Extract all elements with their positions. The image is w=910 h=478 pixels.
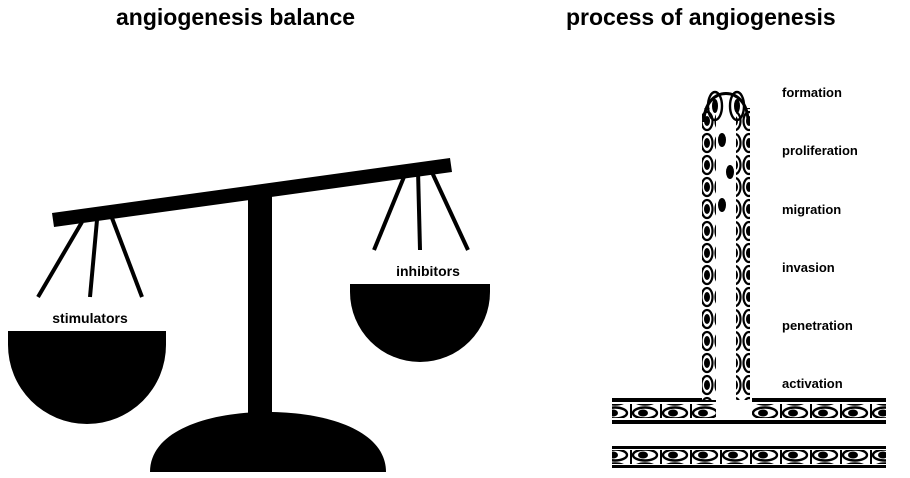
right-pan <box>350 284 490 362</box>
right-pan-strings <box>372 167 470 251</box>
right-pan-label: inhibitors <box>396 263 460 279</box>
stage-label: proliferation <box>782 143 858 158</box>
balance-scale: stimulators inhibitors <box>8 158 490 472</box>
scale-pillar <box>248 192 272 418</box>
vessel-diagram <box>612 90 886 468</box>
sprout-right-wall <box>736 108 750 400</box>
stage-labels: formation proliferation migration invasi… <box>782 85 858 391</box>
left-pan <box>8 331 166 424</box>
sprout-tip <box>702 92 750 123</box>
stage-label: activation <box>782 376 843 391</box>
lower-vessel <box>612 450 886 464</box>
upper-vessel-left <box>612 404 716 418</box>
left-pan-strings <box>36 217 144 299</box>
stage-label: penetration <box>782 318 853 333</box>
sprout-left-wall <box>702 108 716 400</box>
stage-label: migration <box>782 202 841 217</box>
scale-beam <box>52 158 452 227</box>
stage-label: invasion <box>782 260 835 275</box>
stage-label: formation <box>782 85 842 100</box>
balance-title: angiogenesis balance <box>116 4 356 30</box>
upper-vessel-right <box>752 404 886 418</box>
left-pan-label: stimulators <box>52 310 128 326</box>
scale-base <box>150 412 386 472</box>
process-title: process of angiogenesis <box>566 4 836 30</box>
